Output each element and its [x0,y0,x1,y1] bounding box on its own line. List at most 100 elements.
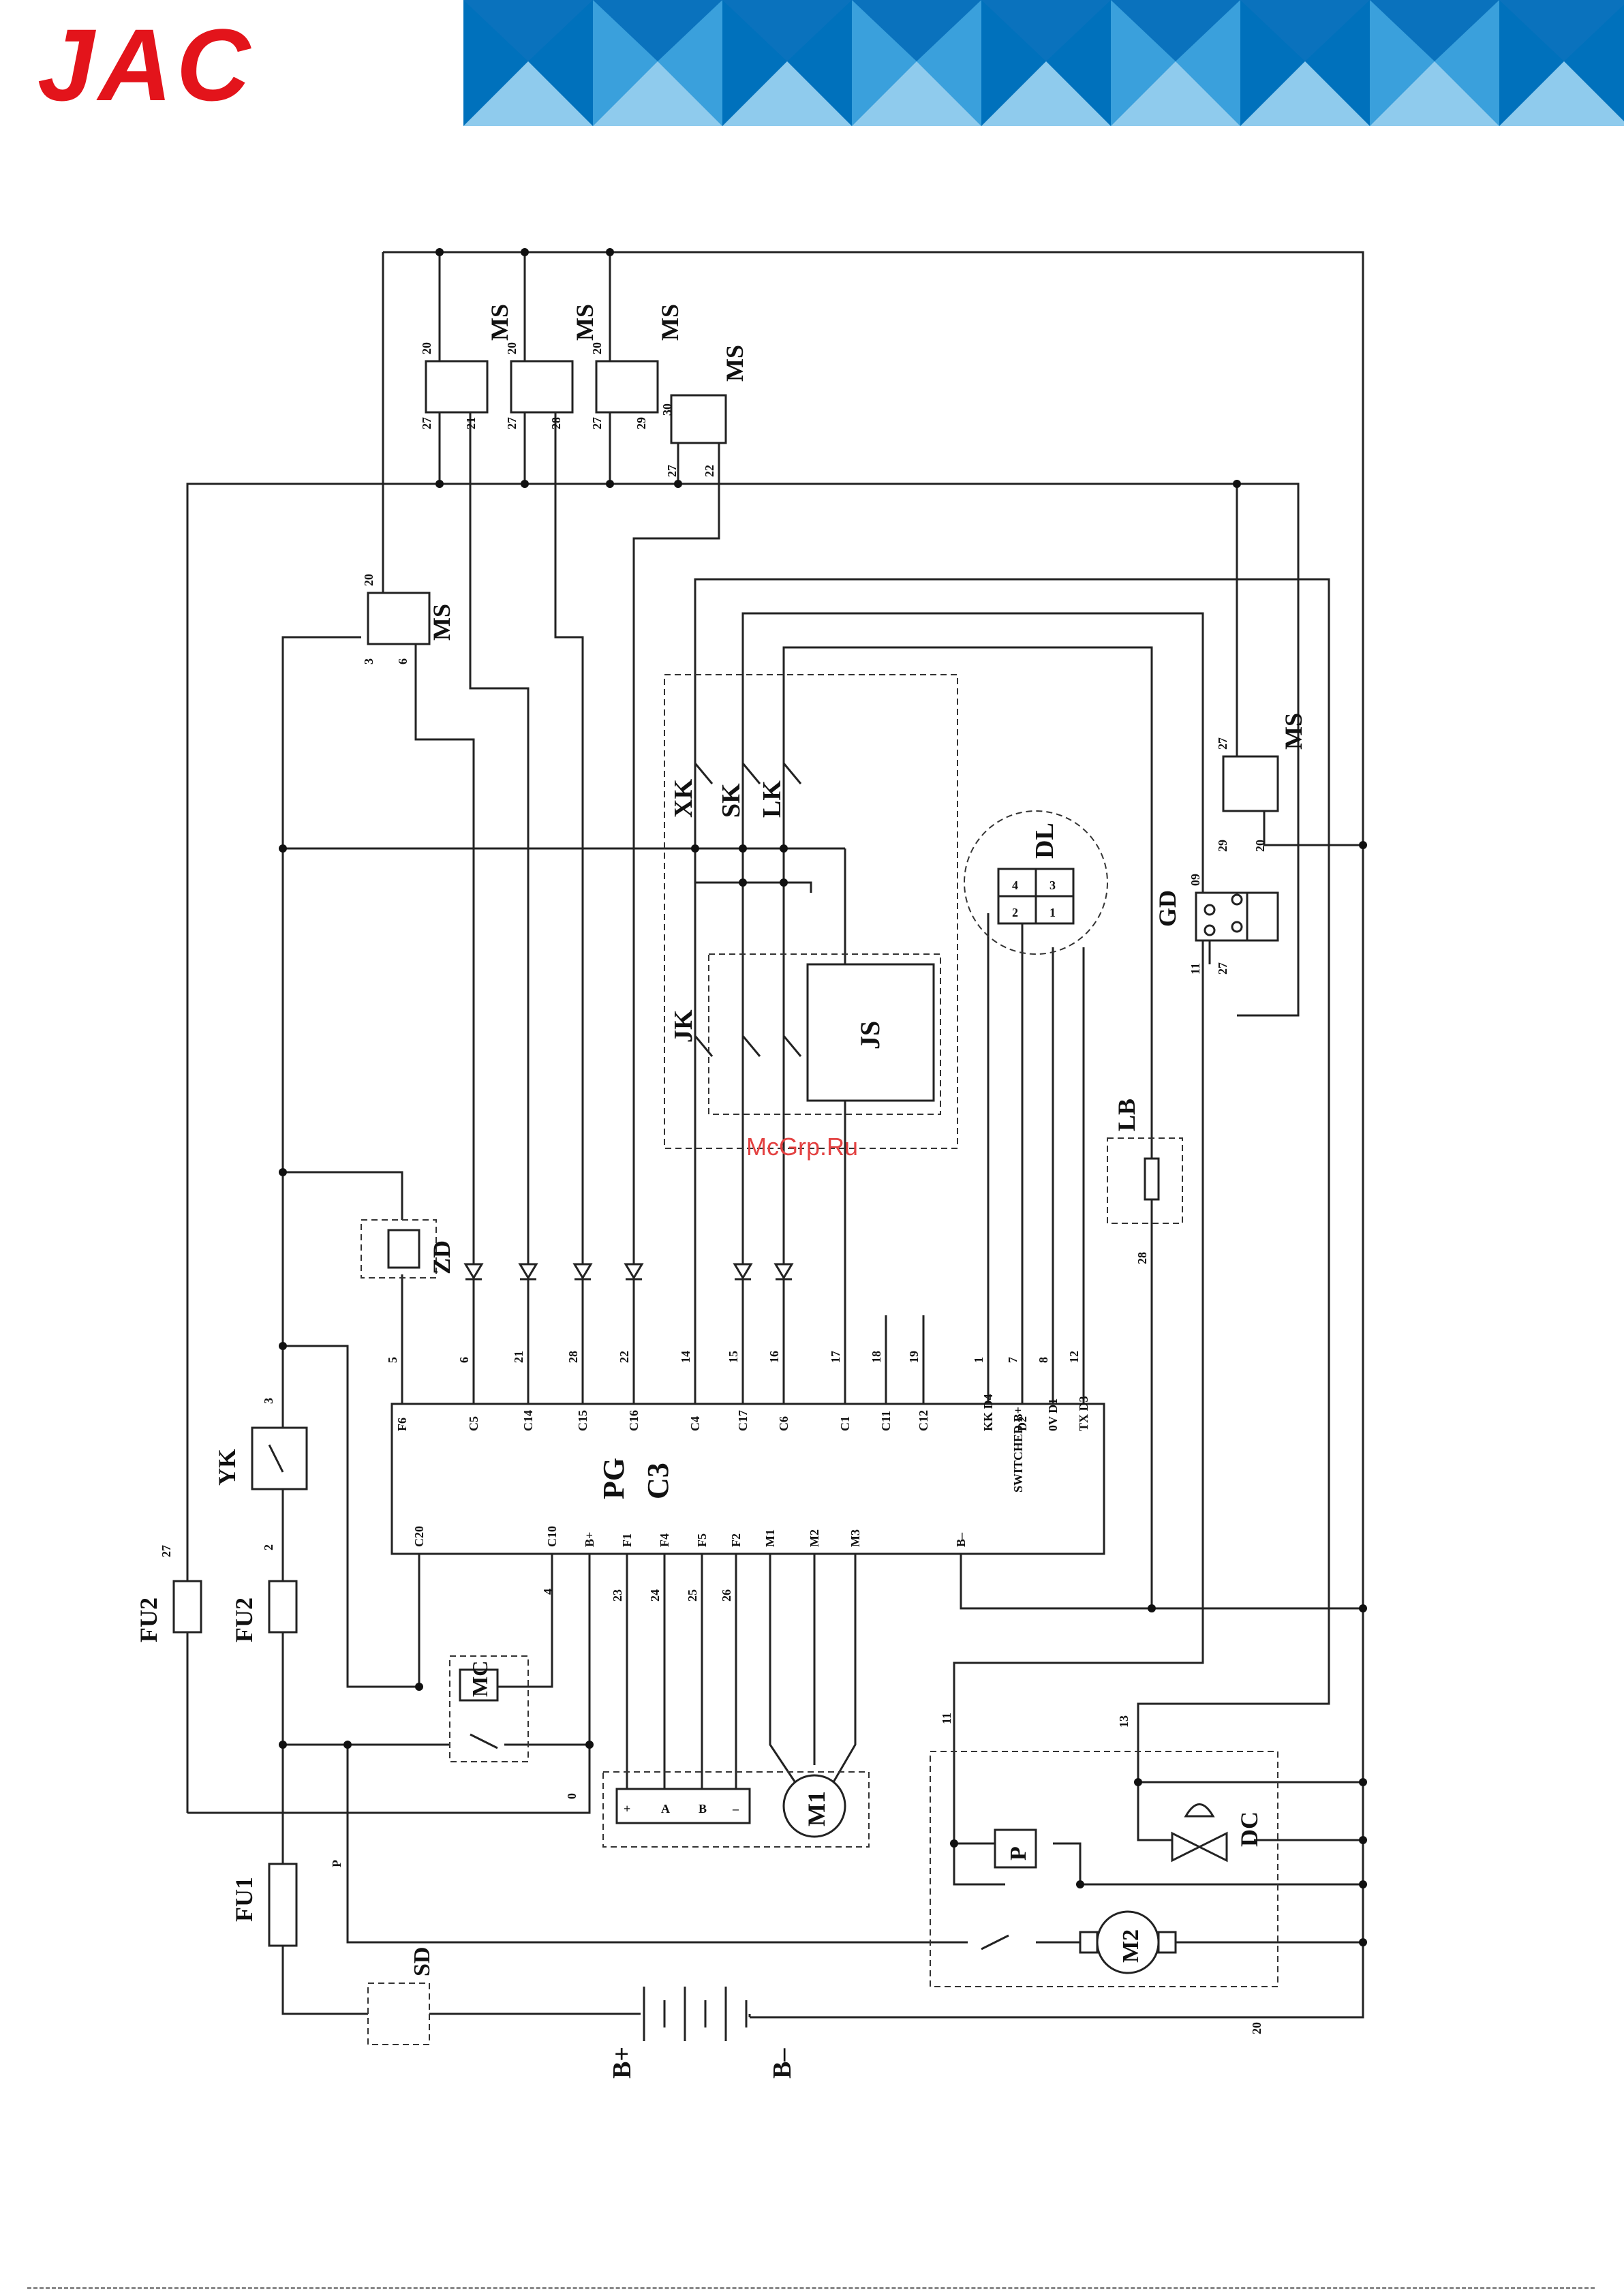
switch-enclosure [664,674,958,1149]
gd-sensor: GD 09 11 27 [1154,874,1279,975]
ms-relay-2: MS 20 27 28 [505,304,598,429]
banner-chevron [1499,0,1624,126]
svg-text:B–: B– [768,2048,797,2079]
wire-number: 25 [686,1589,699,1602]
svg-text:MS: MS [721,345,748,382]
svg-text:MS: MS [571,304,598,341]
svg-text:29: 29 [634,417,648,429]
yk-switch: YK 3 2 [213,1398,308,1550]
svg-text:A: A [661,1802,670,1816]
wire-number: 6 [457,1357,471,1363]
banner-triangle [981,61,1111,126]
pc-pin-bottom: B+ [583,1532,596,1547]
svg-text:28: 28 [1135,1252,1149,1264]
banner-chevron [593,0,722,126]
wire-number: 18 [870,1351,883,1363]
pc-pin-top: KK D4 [981,1394,995,1431]
svg-text:09: 09 [1189,874,1202,886]
banner-triangle [1111,61,1240,126]
watermark: McGrp.Ru [746,1133,859,1161]
diodes [463,1263,794,1281]
svg-text:6: 6 [396,658,410,664]
svg-text:MC: MC [468,1661,492,1697]
wire-number: 17 [829,1351,842,1363]
m2-motor: M2 [1079,1910,1177,1974]
svg-text:SWITCHED B+: SWITCHED B+ [1011,1407,1025,1493]
svg-text:FU1: FU1 [230,1877,258,1922]
pc-pin-bottom: F2 [729,1533,743,1547]
wire-number: 23 [611,1589,624,1602]
svg-text:11: 11 [940,1713,953,1724]
svg-text:27: 27 [1216,962,1229,975]
pc-pin-top: 0V D1 [1046,1398,1060,1431]
svg-text:M1: M1 [803,1791,830,1826]
wire-number: 8 [1037,1357,1050,1363]
wires [186,251,1364,2019]
pc-pin-top: C1 [838,1416,852,1431]
pc-pin-bottom: F1 [620,1533,634,1547]
pc-pin-top: C17 [736,1410,750,1431]
pc-pin-top: C12 [917,1410,930,1431]
js-box [806,963,935,1102]
footer-rule [27,2287,1595,2289]
jk-label: JK [669,1009,698,1043]
banner-chevron [852,0,981,126]
svg-text:B+: B+ [608,2047,637,2079]
banner-chevron [1370,0,1499,126]
sk-label: SK [717,783,746,818]
pc-pin-bottom: F5 [695,1533,709,1547]
svg-text:3: 3 [362,658,376,664]
dl-connector: 4 3 2 1 DL [964,810,1108,955]
svg-text:22: 22 [703,465,716,477]
svg-text:20: 20 [1253,840,1267,852]
svg-text:27: 27 [420,417,433,429]
wire-number: 28 [566,1351,580,1363]
ms-relay-5: MS 20 3 6 [362,574,455,664]
fu2-fuse-b: FU2 [230,1580,298,1642]
svg-text:MS: MS [486,304,513,341]
ms-relay-3: MS 20 27 29 [590,304,684,429]
banner-triangle [852,61,981,126]
fu2-fuse-a: FU2 27 [135,1545,202,1642]
lb-beacon: LB 28 [1107,1099,1183,1264]
banner-chevron [1111,0,1240,126]
svg-text:ZD: ZD [428,1240,455,1274]
banner-triangle [593,61,722,126]
header-banner [463,0,1624,126]
banner-chevron [1240,0,1370,126]
svg-text:PG: PG [597,1458,630,1499]
xk-label: XK [669,779,698,818]
pc-pin-bottom: M1 [763,1529,777,1547]
svg-text:3: 3 [262,1398,275,1404]
pc-pin-bottom: C10 [545,1526,559,1547]
banner-triangle [1240,61,1370,126]
svg-text:P: P [1006,1846,1031,1861]
wire-number: 15 [726,1351,740,1363]
svg-text:2: 2 [1012,906,1018,919]
pc-pin-bottom: M3 [848,1529,862,1547]
ms-relay-1: MS 20 27 21 [420,304,513,429]
pc-pin-top: F6 [395,1418,409,1431]
banner-triangle [1370,61,1499,126]
pc-pin-top: C16 [627,1410,641,1431]
svg-text:SD: SD [410,1947,435,1976]
zd-relay: ZD [361,1219,455,1279]
svg-text:MS: MS [428,604,455,641]
svg-text:13: 13 [1117,1715,1131,1728]
sd-switch: SD [367,1947,435,2045]
svg-text:DC: DC [1236,1811,1263,1847]
svg-text:30: 30 [660,403,674,416]
svg-text:20: 20 [505,342,519,354]
pc-pin-top: C5 [467,1416,480,1431]
banner-chevron [463,0,593,126]
svg-text:–: – [732,1802,739,1816]
wire-number: 24 [648,1589,662,1602]
svg-text:YK: YK [213,1449,241,1486]
svg-text:27: 27 [590,417,604,429]
svg-text:4: 4 [1012,878,1018,892]
svg-text:P: P [330,1860,343,1867]
ms-relay-4: MS 30 27 22 [660,345,748,477]
banner-triangle [722,61,852,126]
dc-valve: DC [1171,1803,1263,1863]
